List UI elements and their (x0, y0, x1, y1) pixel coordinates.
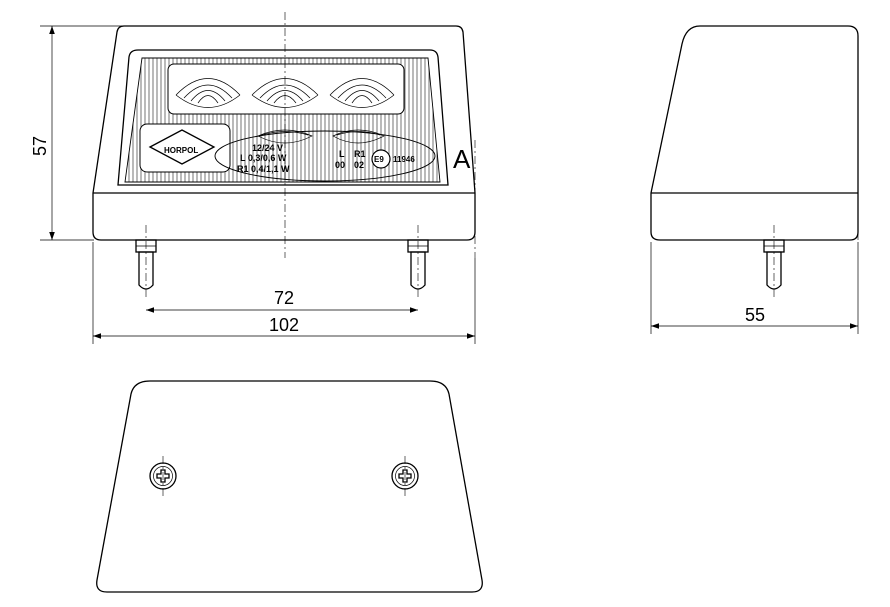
code-l-text: 00 (335, 160, 345, 170)
front-view: HORPOL 12/24 V L 0,3/0,6 W R1 0,4/1,1 W … (92, 12, 476, 300)
approval-number-text: 11946 (393, 155, 415, 164)
front-housing (92, 25, 476, 241)
lens-window (167, 63, 405, 115)
logo-box (139, 123, 231, 173)
voltage-text: 12/24 V (252, 143, 283, 153)
dimension-102: 102 (92, 242, 476, 344)
rear-view (96, 380, 483, 593)
view-marker: A (453, 144, 471, 174)
power-l-text: L 0,3/0,6 W (240, 153, 287, 163)
logo-text: HORPOL (164, 146, 198, 155)
dimension-57: 57 (30, 25, 122, 241)
power-r1-text: R1 0,4/1,1 W (237, 164, 290, 174)
marking-ellipse (214, 130, 436, 182)
dimension-55: 55 (650, 242, 859, 334)
code-r1-text: 02 (354, 160, 364, 170)
lens-frame (117, 49, 449, 186)
dimension-102-label: 102 (269, 315, 299, 335)
logo-diamond (148, 129, 216, 165)
function-r1-text: R1 (354, 149, 366, 159)
function-l-text: L (339, 149, 345, 159)
side-view (650, 25, 859, 300)
dimension-72-label: 72 (274, 288, 294, 308)
dimension-72: 72 (146, 288, 418, 313)
side-housing (650, 25, 859, 241)
dimension-57-label: 57 (30, 136, 50, 156)
approval-circle (371, 149, 391, 169)
approval-mark-text: E9 (374, 155, 384, 164)
rear-housing (96, 380, 483, 593)
dimension-55-label: 55 (745, 305, 765, 325)
